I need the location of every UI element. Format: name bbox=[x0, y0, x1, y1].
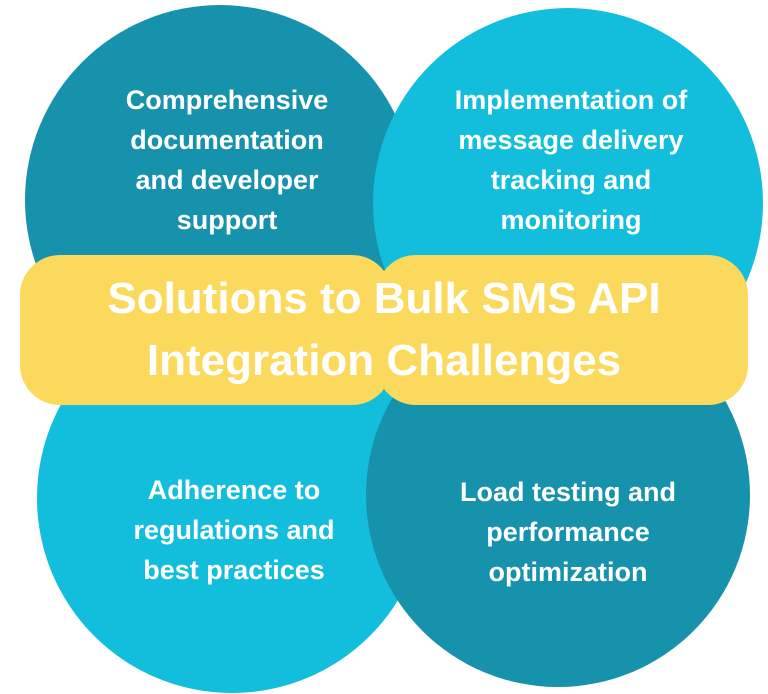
page-title-line-2: Integration Challenges bbox=[146, 336, 622, 385]
circle-label-bottom-right: Load testing and performance optimizatio… bbox=[460, 472, 676, 592]
title-banner-left-rect bbox=[20, 255, 392, 405]
circle-label-top-right: Implementation of message delivery track… bbox=[455, 80, 688, 240]
page-title-line-1: Solutions to Bulk SMS API bbox=[107, 274, 661, 323]
label-line: Adherence to bbox=[147, 475, 321, 505]
label-line: regulations and bbox=[133, 515, 335, 545]
label-line: message delivery bbox=[458, 125, 684, 155]
title-banner-right-rect bbox=[376, 255, 748, 405]
label-line: Implementation of bbox=[454, 85, 688, 115]
label-line: Comprehensive bbox=[125, 85, 329, 115]
circle-label-top-left: Comprehensive documentation and develope… bbox=[126, 80, 329, 240]
label-line: best practices bbox=[143, 555, 325, 585]
label-line: performance bbox=[486, 517, 650, 547]
label-line: support bbox=[176, 205, 278, 235]
label-line: documentation bbox=[130, 125, 324, 155]
label-line: tracking and bbox=[490, 165, 652, 195]
label-line: optimization bbox=[488, 557, 648, 587]
label-line: Load testing and bbox=[460, 477, 676, 507]
label-line: and developer bbox=[135, 165, 319, 195]
page-title: Solutions to Bulk SMS API Integration Ch… bbox=[34, 268, 734, 392]
label-line: monitoring bbox=[500, 205, 642, 235]
circle-label-bottom-left: Adherence to regulations and best practi… bbox=[133, 470, 334, 590]
